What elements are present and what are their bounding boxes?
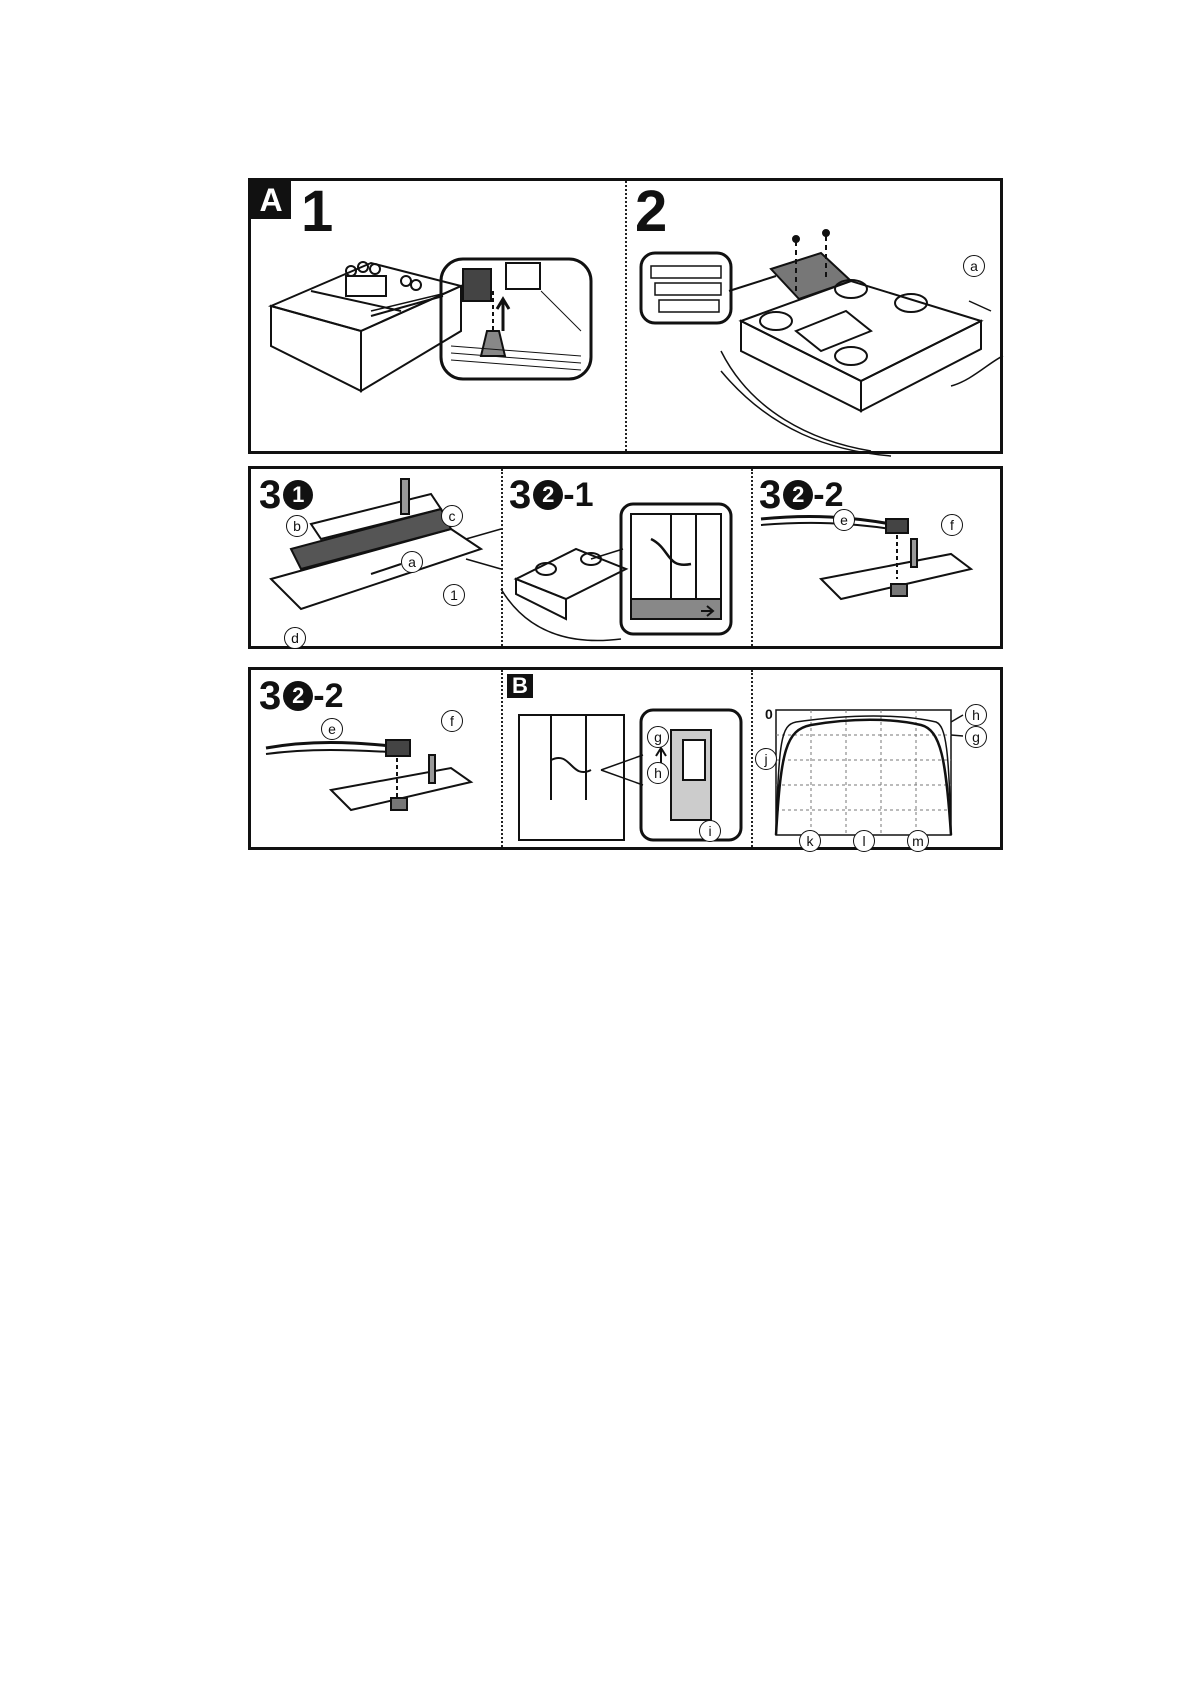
callout-k: k bbox=[799, 830, 821, 852]
callout-j: j bbox=[755, 748, 777, 770]
graph-zero-label: 0 bbox=[765, 706, 773, 722]
section-a: A 1 2 bbox=[248, 178, 1003, 454]
callout-f2: f bbox=[441, 710, 463, 732]
callout-a2: a bbox=[401, 551, 423, 573]
section-3-illustrations bbox=[251, 469, 1006, 652]
callout-h-graph: h bbox=[965, 704, 987, 726]
callout-1: 1 bbox=[443, 584, 465, 606]
callout-h: h bbox=[647, 762, 669, 784]
section-b-illustrations bbox=[251, 670, 1006, 853]
callout-c: c bbox=[441, 505, 463, 527]
section-a-illustrations bbox=[251, 181, 1006, 457]
callout-m: m bbox=[907, 830, 929, 852]
callout-i: i bbox=[699, 820, 721, 842]
callout-g: g bbox=[647, 726, 669, 748]
callout-l: l bbox=[853, 830, 875, 852]
callout-e2: e bbox=[321, 718, 343, 740]
callout-f: f bbox=[941, 514, 963, 536]
callout-a: a bbox=[963, 255, 985, 277]
callout-b: b bbox=[286, 515, 308, 537]
callout-g-graph: g bbox=[965, 726, 987, 748]
callout-d: d bbox=[284, 627, 306, 649]
callout-e: e bbox=[833, 509, 855, 531]
